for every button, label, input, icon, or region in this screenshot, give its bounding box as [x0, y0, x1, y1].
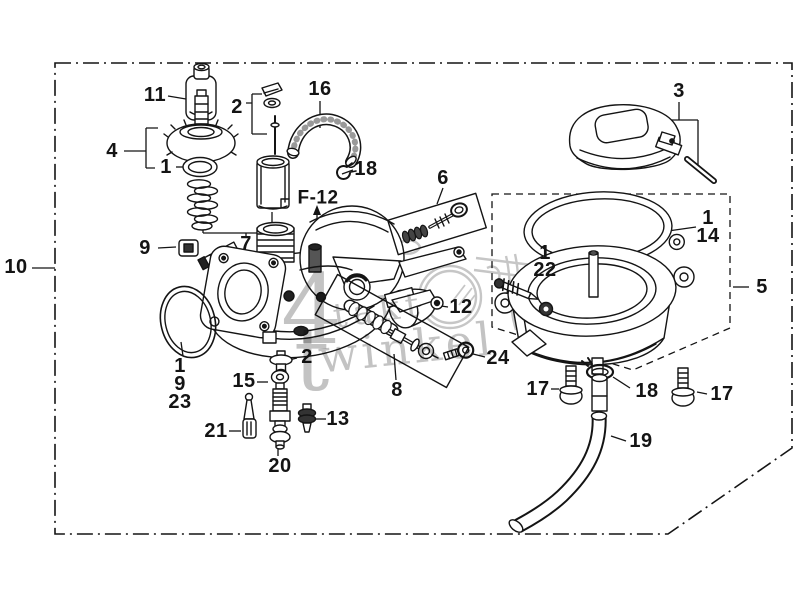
f12-arrow	[313, 205, 321, 215]
callout-11: 11	[143, 84, 167, 106]
part-2-jet-needle	[270, 115, 280, 155]
callout-2-needle: 2	[231, 96, 243, 118]
callout-5: 5	[756, 276, 768, 298]
part-21-needle-set	[242, 392, 257, 439]
part-18-hose-clip	[336, 162, 357, 180]
callout-2-valve: 2	[301, 346, 313, 368]
part-19-drain-hose	[508, 373, 608, 533]
part-16-breather-hose	[286, 113, 362, 168]
float-chamber-group-box	[491, 193, 731, 371]
callout-8: 8	[391, 379, 403, 401]
part-14-bowl-gasket	[523, 191, 685, 267]
callout-20: 20	[268, 455, 292, 477]
callout-10: 10	[4, 256, 28, 278]
callout-1-oring: 1	[174, 355, 186, 377]
callout-19: 19	[629, 430, 653, 452]
callout-1-float-valve: 1	[539, 242, 551, 264]
callout-15: 15	[232, 370, 256, 392]
callout-18-clamp: 18	[635, 380, 659, 402]
callout-21: 21	[204, 420, 228, 442]
part-24-screw	[442, 341, 475, 361]
callout-14: 14	[696, 225, 720, 247]
part-20-main-jet	[269, 424, 291, 450]
part-15-main-jet-holder	[269, 369, 291, 428]
callout-9-nut: 9	[139, 237, 151, 259]
callout-18-hose-clip: 18	[354, 158, 378, 180]
part-9-cable-nut	[178, 239, 199, 257]
callout-9-oring: 9	[174, 373, 186, 395]
callout-24: 24	[486, 347, 510, 369]
callout-3: 3	[673, 80, 685, 102]
part-6-pilot-screw-set	[387, 192, 487, 256]
part-2-needle-clips	[261, 82, 283, 109]
part-13-slow-jet	[297, 403, 317, 433]
callout-1-washer: 1	[160, 156, 172, 178]
callout-6: 6	[437, 167, 449, 189]
watermark-numeral: 4	[281, 254, 343, 366]
part-22-float-valve	[493, 278, 554, 317]
callout-17-right: 17	[710, 383, 734, 405]
callout-17-left: 17	[526, 378, 550, 400]
part-3-float-pin	[684, 156, 717, 184]
callout-22: 22	[533, 259, 557, 281]
leader-lines	[32, 93, 749, 456]
callout-13: 13	[326, 408, 350, 430]
part-3-float-lid	[568, 104, 683, 171]
part-17-screw-left	[559, 365, 583, 405]
callout-f12-reference: F-12	[297, 187, 339, 209]
frame-chain-line	[54, 62, 793, 535]
callout-7: 7	[240, 233, 252, 255]
part-1-sealing-washer	[182, 156, 218, 178]
callout-16: 16	[308, 78, 332, 100]
part-8-needle-jet-set	[314, 273, 470, 389]
part-23-oring	[159, 285, 217, 359]
callout-4: 4	[106, 140, 118, 162]
part-5-float-bowl	[494, 245, 695, 375]
part-7-throttle-slide	[256, 155, 290, 210]
callout-23: 23	[168, 391, 192, 413]
callout-1-gasket: 1	[702, 207, 714, 229]
part-4-adjuster-nut	[163, 89, 239, 163]
part-17-screw-right	[671, 367, 695, 407]
watermark-glyph-t: t	[294, 308, 330, 411]
callout-12: 12	[449, 296, 473, 318]
part-throttle-spring	[186, 179, 219, 231]
